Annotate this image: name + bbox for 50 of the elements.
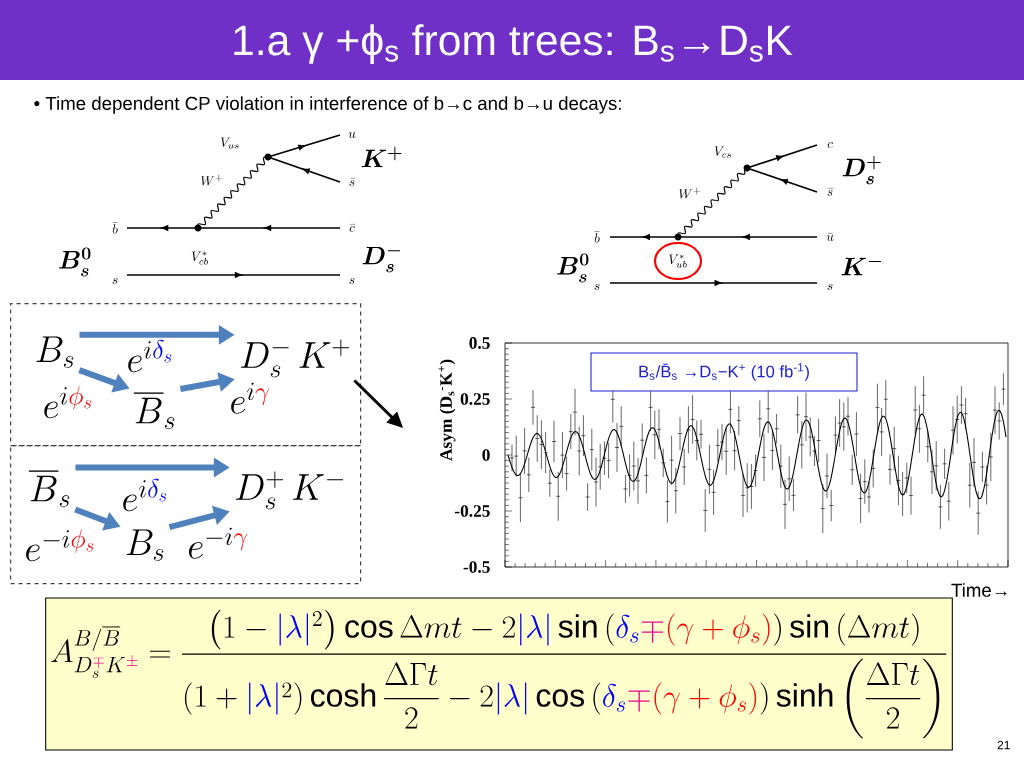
quark-label: $c$ xyxy=(827,142,833,148)
quark-label: $s$ xyxy=(827,284,833,290)
quark-label: $s$ xyxy=(349,278,355,284)
axis-tick-label: -0.25 xyxy=(454,505,490,517)
particle-label: $\boldsymbol{B^0_s}$ xyxy=(557,253,589,283)
state-label: $B_s$ xyxy=(126,529,164,561)
axis-tick-label: 0.5 xyxy=(469,337,490,349)
vertex-label: $V_{cs}$ xyxy=(714,146,731,158)
edge-label: $e^{-i\textcolor{red}{\phi_s}}$ xyxy=(26,529,94,562)
quark-label: $s$ xyxy=(594,284,600,290)
edge-label: $e^{i\textcolor{red}{\gamma}}$ xyxy=(231,382,270,414)
particle-label: $\boldsymbol{K^-}$ xyxy=(841,257,882,276)
axis-caption: Time→ xyxy=(951,583,1007,597)
quark-label: $\bar{c}$ xyxy=(349,223,356,232)
page-number: 21 xyxy=(997,740,1010,750)
state-label: $\overline{B}_s$ xyxy=(28,471,70,508)
bullet-text: • Time dependent CP violation in interference of b→c and b→u decays: xyxy=(34,96,621,114)
formula-box: $A^{B/\overline{B}}_{D_s^{\textcolor{magenta}{\mp}}K^{\textcolor{magenta}{\pm}}}=\frac{\left(1-\textcolor{blue}{|\lambda|}^2\right)\cos\Delta m t-2\textcolor{blue}{|\lambda|}\sin\left(\textcolor{blue}{\delta_s}\textcolor{magenta}{\mp}\textcolor{red}{(\gamma+\phi_s)}\right)\sin\left(\Delta m t\right)}{\left(1+\textcolor{blue}{|\lambda|}^2\right)\cosh\dfrac{\Delta\Gamma t}{2}-2\textcolor{blue}{|\lambda|}\cos\left(\textcolor{blue}{\delta_s}\textcolor{magenta}{\mp}\textcolor{red}{(\gamma+\phi_s)}\right)\sinh\left(\dfrac{\Delta\Gamma t}{2}\right)}$ xyxy=(45,597,953,751)
edge-label: $e^{i\textcolor{red}{\phi_s}}$ xyxy=(44,386,92,419)
state-label: $\overline{B}_s$ xyxy=(133,393,175,430)
vertex-label: $V_{us}$ xyxy=(220,137,239,149)
boson-label: $W^+$ xyxy=(679,187,701,199)
state-label: $B_s$ xyxy=(36,336,74,368)
edge-label: $e^{-i\textcolor{red}{\gamma}}$ xyxy=(189,527,248,559)
vertex-label: $V^*_{cb}$ xyxy=(191,251,208,265)
quark-label: $\bar{b}$ xyxy=(112,222,118,234)
dashed-frame xyxy=(10,445,362,585)
boson-label: $W^+$ xyxy=(201,174,223,186)
slide-title: 1.a γ +ϕ$_{s}$ from trees: B$_{s}$→D$_{s}$K xyxy=(234,24,793,64)
quark-label: $\bar{s}$ xyxy=(349,177,356,186)
quark-label: $\bar{s}$ xyxy=(827,187,834,196)
particle-label: $\boldsymbol{K^+}$ xyxy=(361,146,402,168)
dashed-frame xyxy=(10,303,362,447)
arrow xyxy=(353,379,403,428)
quark-label: $\bar{b}$ xyxy=(594,231,600,243)
axis-title: Asym (D$_{s}$$^{-}$K$^{+}$) xyxy=(438,359,456,461)
plot-legend-box: B$_{s}$/B̄$_{s}$ →D$_{s}$−K$^{+}$ (10 fb$^{-1}$) xyxy=(590,352,858,392)
particle-label: $\boldsymbol{D^-_s}$ xyxy=(362,246,401,273)
quark-label: $u$ xyxy=(348,132,356,138)
state-label: $D^-_s\,K^+$ xyxy=(240,339,350,378)
quark-label: $s$ xyxy=(112,278,118,284)
axis-tick-label: 0 xyxy=(482,449,490,461)
particle-label: $\boldsymbol{D^+_s}$ xyxy=(842,155,881,185)
particle-label: $\boldsymbol{B^0_s}$ xyxy=(59,247,91,277)
edge-label: $e^{i\textcolor{blue}{\delta_s}}$ xyxy=(123,478,167,512)
state-label: $D^+_s\,K^-$ xyxy=(235,471,344,510)
edge-label: $e^{i\textcolor{blue}{\delta_s}}$ xyxy=(128,339,172,373)
quark-label: $\bar{u}$ xyxy=(826,232,834,241)
axis-tick-label: 0.25 xyxy=(460,393,490,405)
axis-tick-label: -0.5 xyxy=(463,561,490,573)
